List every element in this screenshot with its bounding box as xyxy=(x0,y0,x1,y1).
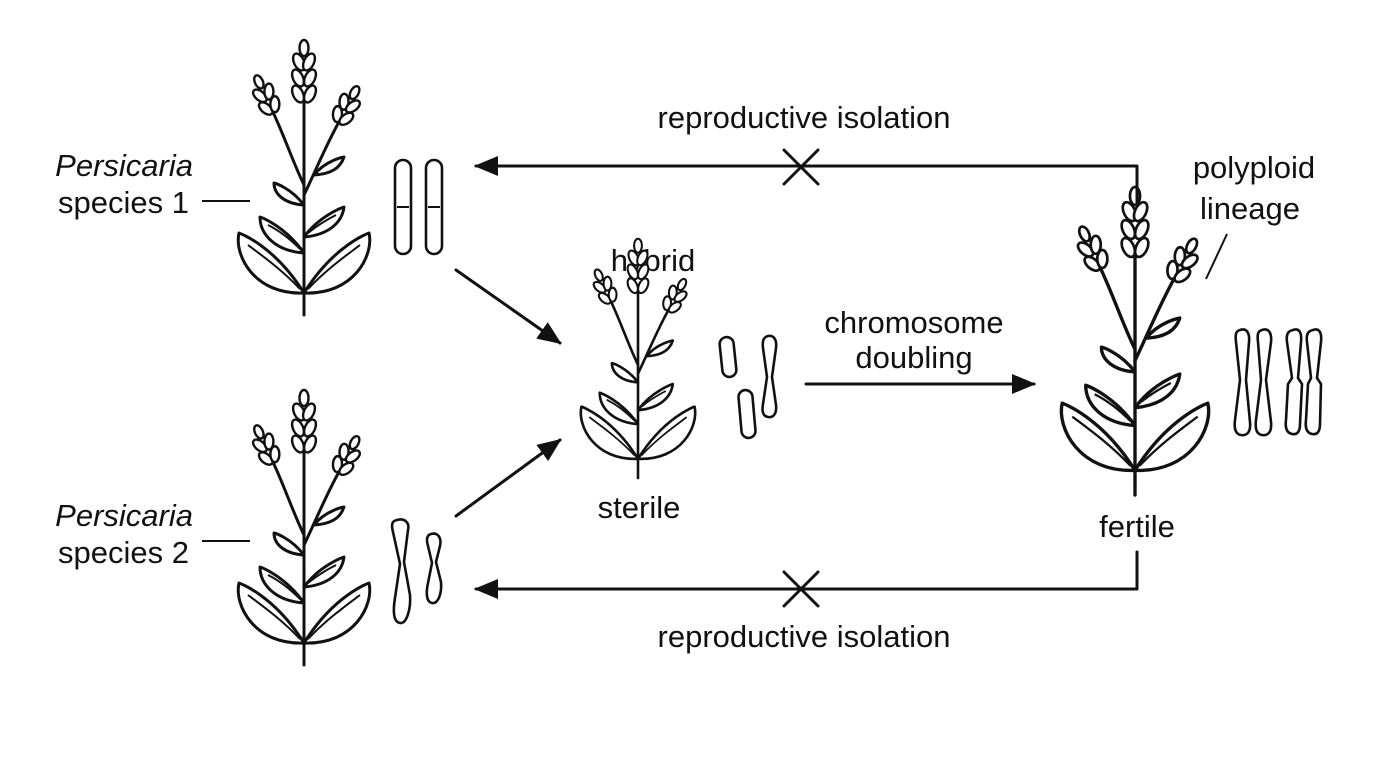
cross-mark-bottom xyxy=(782,570,820,608)
sterile-label: sterile xyxy=(598,490,681,525)
chromosomes-hybrid xyxy=(718,334,778,440)
isolation-label-bottom: reproductive isolation xyxy=(658,619,951,654)
species2-name-label: species 2 xyxy=(58,535,189,570)
plant-species-1 xyxy=(236,38,372,317)
chromosomes-polyploid xyxy=(1233,328,1323,437)
chromosomes-species-1 xyxy=(393,158,444,256)
arrow-isolation-bottom xyxy=(474,550,1139,599)
species1-genus-label: Persicaria xyxy=(55,148,193,183)
species2-genus-label: Persicaria xyxy=(55,498,193,533)
process-label-line1: chromosome xyxy=(824,305,1003,340)
hybrid-label: hybrid xyxy=(611,243,695,278)
chromosomes-species-2 xyxy=(390,518,443,625)
isolation-label-top: reproductive isolation xyxy=(658,100,951,135)
process-label-line2: doubling xyxy=(855,340,972,375)
polyploid-leader-line xyxy=(1205,233,1228,280)
arrow-species1-to-hybrid xyxy=(454,268,562,345)
species1-name-label: species 1 xyxy=(58,185,189,220)
arrow-species2-to-hybrid xyxy=(454,438,562,518)
polyploid-label-line2: lineage xyxy=(1200,191,1300,226)
arrow-isolation-top xyxy=(474,156,1139,207)
plant-species-2 xyxy=(236,388,372,667)
plant-polyploid xyxy=(1059,185,1211,497)
polyploid-label-line1: polyploid xyxy=(1193,150,1315,185)
fertile-label: fertile xyxy=(1099,509,1175,544)
cross-mark-top xyxy=(782,148,820,186)
